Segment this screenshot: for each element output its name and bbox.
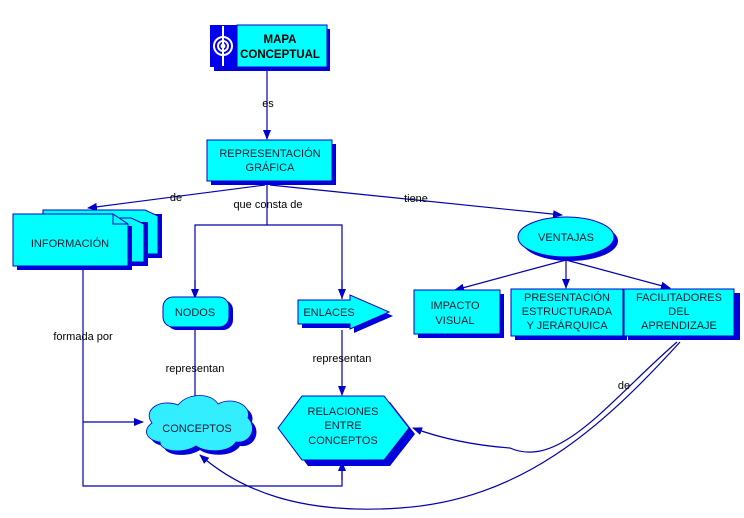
label-representan-enlaces: representan: [313, 353, 372, 365]
edge-tiene: [269, 184, 563, 219]
facilitadores-line-3: APRENDIZAJE: [641, 320, 717, 332]
enlaces-label: ENLACES: [303, 307, 354, 319]
title-line-1: MAPA: [263, 34, 296, 46]
presentacion-line-3: Y JERÁRQUICA: [526, 319, 608, 332]
informacion-label: INFORMACIÓN: [31, 237, 109, 250]
label-representan-nodos: representan: [166, 363, 225, 375]
node-representacion-grafica[interactable]: REPRESENTACIÓN GRÁFICA: [206, 139, 336, 185]
ventajas-label: VENTAJAS: [538, 232, 594, 244]
node-presentacion[interactable]: PRESENTACIÓN ESTRUCTURADA Y JERÁRQUICA: [510, 288, 627, 340]
label-de-facilitadores: de: [618, 380, 630, 392]
nodos-label: NODOS: [175, 307, 215, 319]
node-ventajas[interactable]: VENTAJAS: [517, 216, 618, 261]
label-de-informacion: de: [170, 192, 182, 204]
representacion-line-2: GRÁFICA: [246, 161, 296, 174]
document-stack-icon: [12, 209, 162, 270]
node-relaciones[interactable]: RELACIONES ENTRE CONCEPTOS: [277, 395, 415, 466]
presentacion-line-2: ESTRUCTURADA: [522, 306, 613, 318]
node-facilitadores[interactable]: FACILITADORES DEL APRENDIZAJE: [623, 288, 740, 340]
relaciones-line-3: CONCEPTOS: [308, 435, 377, 447]
edge-de-informacion: [87, 184, 266, 211]
facilitadores-line-2: DEL: [668, 306, 689, 318]
label-tiene: tiene: [404, 193, 428, 205]
presentacion-line-1: PRESENTACIÓN: [524, 291, 610, 304]
node-enlaces[interactable]: ENLACES: [297, 294, 393, 333]
node-nodos[interactable]: NODOS: [162, 296, 233, 330]
edge-de-relaciones: [412, 341, 678, 453]
label-formada-por: formada por: [53, 331, 113, 343]
conceptos-label: CONCEPTOS: [162, 423, 231, 435]
node-conceptos[interactable]: CONCEPTOS: [146, 395, 257, 455]
label-que-consta-de: que consta de: [233, 199, 302, 211]
node-impacto-visual[interactable]: IMPACTO VISUAL: [413, 289, 504, 338]
label-es: es: [262, 98, 274, 110]
edge-ventajas-impacto: [454, 259, 567, 292]
relaciones-line-2: ENTRE: [324, 420, 361, 432]
node-informacion[interactable]: INFORMACIÓN: [12, 209, 162, 270]
facilitadores-line-1: FACILITADORES: [636, 292, 722, 304]
representacion-line-1: REPRESENTACIÓN: [219, 147, 320, 160]
edge-que-consta-de-branch: [194, 224, 343, 299]
edge-ventajas-facilitadores: [565, 259, 671, 290]
node-title[interactable]: MAPA CONCEPTUAL: [210, 24, 330, 71]
title-line-2: CONCEPTUAL: [240, 49, 320, 61]
impacto-line-1: IMPACTO: [430, 300, 480, 312]
connectors: [82, 70, 681, 510]
link-labels: es de que consta de tiene formada por re…: [53, 98, 630, 392]
impacto-line-2: VISUAL: [435, 315, 474, 327]
edge-de-conceptos: [199, 341, 681, 510]
relaciones-line-1: RELACIONES: [308, 406, 379, 418]
target-icon: [213, 26, 233, 66]
